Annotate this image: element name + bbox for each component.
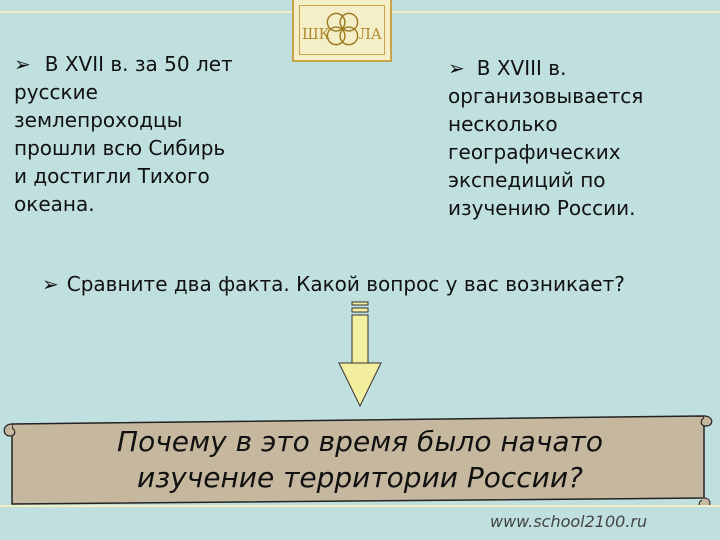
scroll-curl-right bbox=[700, 415, 713, 427]
left-fact: ➢ В XVII в. за 50 лет русские землепрохо… bbox=[14, 50, 284, 218]
arrow-stripe-2 bbox=[351, 307, 369, 313]
right-fact: ➢ В XVIII в. организовывается несколько … bbox=[448, 54, 718, 222]
arrow-stripe-1 bbox=[351, 301, 369, 306]
logo-left-text: ШК bbox=[302, 26, 331, 43]
right-fact-line-2: организовывается bbox=[448, 84, 644, 108]
arrow-shaft bbox=[351, 314, 369, 364]
logo-graphic: ШК ЛА bbox=[302, 12, 382, 46]
left-fact-line-4: прошли всю Сибирь bbox=[14, 136, 226, 160]
scroll-curl-bottom-right bbox=[698, 497, 711, 506]
logo-right-text: ЛА bbox=[359, 26, 382, 43]
left-fact-line-2: русские bbox=[14, 80, 98, 104]
scroll-question-line-2: изучение территории России? bbox=[137, 461, 583, 494]
logo-circle-1 bbox=[326, 12, 346, 32]
left-fact-line-3: землепроходцы bbox=[14, 108, 183, 132]
arrow-bullet-icon: ➢ bbox=[42, 272, 59, 296]
bottom-divider bbox=[0, 505, 720, 507]
logo-circle-4 bbox=[339, 26, 359, 46]
compare-prompt: ➢ Сравните два факта. Какой вопрос у вас… bbox=[42, 270, 712, 298]
right-fact-line-4: географических bbox=[448, 140, 621, 164]
right-fact-line-5: экспедиций по bbox=[448, 168, 606, 192]
right-fact-line-3: несколько bbox=[448, 112, 558, 136]
scroll-question: Почему в это время было начато изучение … bbox=[30, 424, 690, 496]
right-fact-line-6: изучению России. bbox=[448, 196, 636, 220]
logo-circle-2 bbox=[339, 12, 359, 32]
logo-circle-3 bbox=[326, 26, 346, 46]
left-fact-line-6: океана. bbox=[14, 192, 95, 216]
scroll-question-line-1: Почему в это время было начато bbox=[117, 425, 603, 458]
scroll-curl-left bbox=[3, 423, 16, 437]
school-logo: ШК ЛА bbox=[292, 0, 392, 62]
arrow-bullet-icon: ➢ bbox=[14, 52, 31, 76]
right-fact-line-1: В XVIII в. bbox=[476, 56, 567, 80]
question-scroll bbox=[3, 415, 713, 506]
left-fact-line-5: и достигли Тихого bbox=[14, 164, 210, 188]
logo-frame: ШК ЛА bbox=[299, 5, 385, 55]
right-fact-first-line: ➢ В XVIII в. bbox=[448, 54, 718, 82]
left-fact-first-line: ➢ В XVII в. за 50 лет bbox=[14, 50, 284, 78]
arrow-bullet-icon: ➢ bbox=[448, 56, 465, 80]
left-fact-line-1: В XVII в. за 50 лет bbox=[44, 52, 233, 76]
down-arrow-icon bbox=[338, 301, 382, 408]
compare-prompt-text: Сравните два факта. Какой вопрос у вас в… bbox=[66, 272, 625, 296]
arrow-head bbox=[338, 362, 382, 408]
site-url: www.school2100.ru bbox=[490, 512, 648, 531]
